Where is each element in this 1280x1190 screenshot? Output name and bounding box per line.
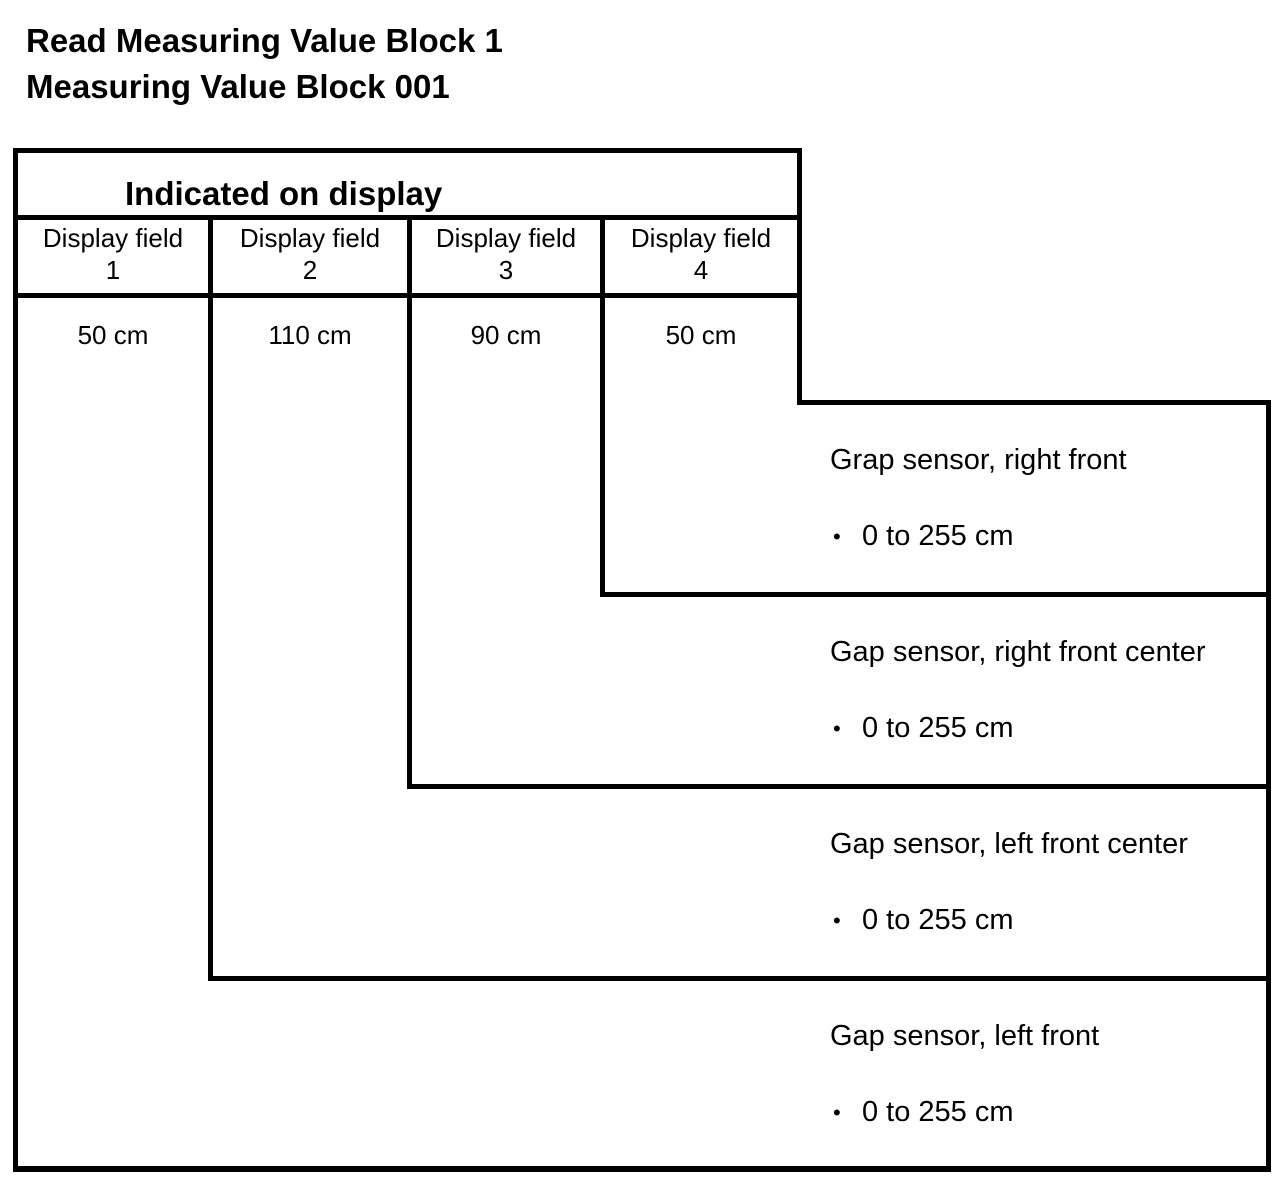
- bullet-icon: •: [833, 1100, 841, 1125]
- figure-bottom-border: [13, 1166, 1271, 1172]
- value-display-field-3: 90 cm: [470, 320, 542, 350]
- figure-right-border: [1266, 400, 1271, 1172]
- callout-range-field-4: • 0 to 255 cm: [833, 522, 1014, 551]
- column-divider-2: [407, 215, 412, 789]
- callout-step-line-field2: [407, 784, 1271, 789]
- column-divider-1: [208, 215, 213, 981]
- column-header-label: Display field: [42, 223, 184, 253]
- bullet-icon: •: [833, 524, 841, 549]
- column-header-label: Display field: [630, 223, 772, 253]
- column-header-number: 4: [693, 255, 709, 285]
- column-header-label: Display field: [435, 223, 577, 253]
- callout-range-text: 0 to 255 cm: [862, 1096, 1014, 1128]
- callout-label-field-1: Gap sensor, left front: [830, 1020, 1100, 1052]
- callout-step-line-field1: [208, 976, 1271, 981]
- value-display-field-2: 110 cm: [268, 320, 352, 350]
- column-header-label: Display field: [239, 223, 381, 253]
- callout-range-text: 0 to 255 cm: [862, 712, 1014, 744]
- figure-left-border: [13, 148, 18, 1172]
- callout-label-field-3: Gap sensor, right front center: [830, 636, 1206, 668]
- column-header-display-field-3: Display field 3: [412, 222, 600, 286]
- callout-range-field-3: • 0 to 255 cm: [833, 714, 1014, 743]
- page-title-line-2: Measuring Value Block 001: [26, 68, 450, 105]
- column-header-display-field-1: Display field 1: [18, 222, 208, 286]
- table-top-border: [13, 148, 802, 153]
- column-header-display-field-4: Display field 4: [605, 222, 797, 286]
- column-header-display-field-2: Display field 2: [213, 222, 407, 286]
- page-title-line-1: Read Measuring Value Block 1: [26, 22, 503, 59]
- column-header-number: 1: [105, 255, 121, 285]
- callout-step-line-field4: [797, 400, 1271, 405]
- column-header-number: 3: [498, 255, 514, 285]
- callout-range-field-2: • 0 to 255 cm: [833, 906, 1014, 935]
- value-display-field-1: 50 cm: [77, 320, 149, 350]
- callout-range-text: 0 to 255 cm: [862, 904, 1014, 936]
- callout-step-line-field3: [600, 592, 1271, 597]
- column-header-number: 2: [302, 255, 318, 285]
- table-right-border: [797, 148, 802, 405]
- callout-label-field-2: Gap sensor, left front center: [830, 828, 1188, 860]
- callout-range-text: 0 to 255 cm: [862, 520, 1014, 552]
- table-header-label: Indicated on display: [125, 175, 443, 212]
- bullet-icon: •: [833, 908, 841, 933]
- value-display-field-4: 50 cm: [665, 320, 737, 350]
- callout-label-field-4: Grap sensor, right front: [830, 444, 1127, 476]
- bullet-icon: •: [833, 716, 841, 741]
- callout-range-field-1: • 0 to 255 cm: [833, 1098, 1014, 1127]
- column-divider-3: [600, 215, 605, 597]
